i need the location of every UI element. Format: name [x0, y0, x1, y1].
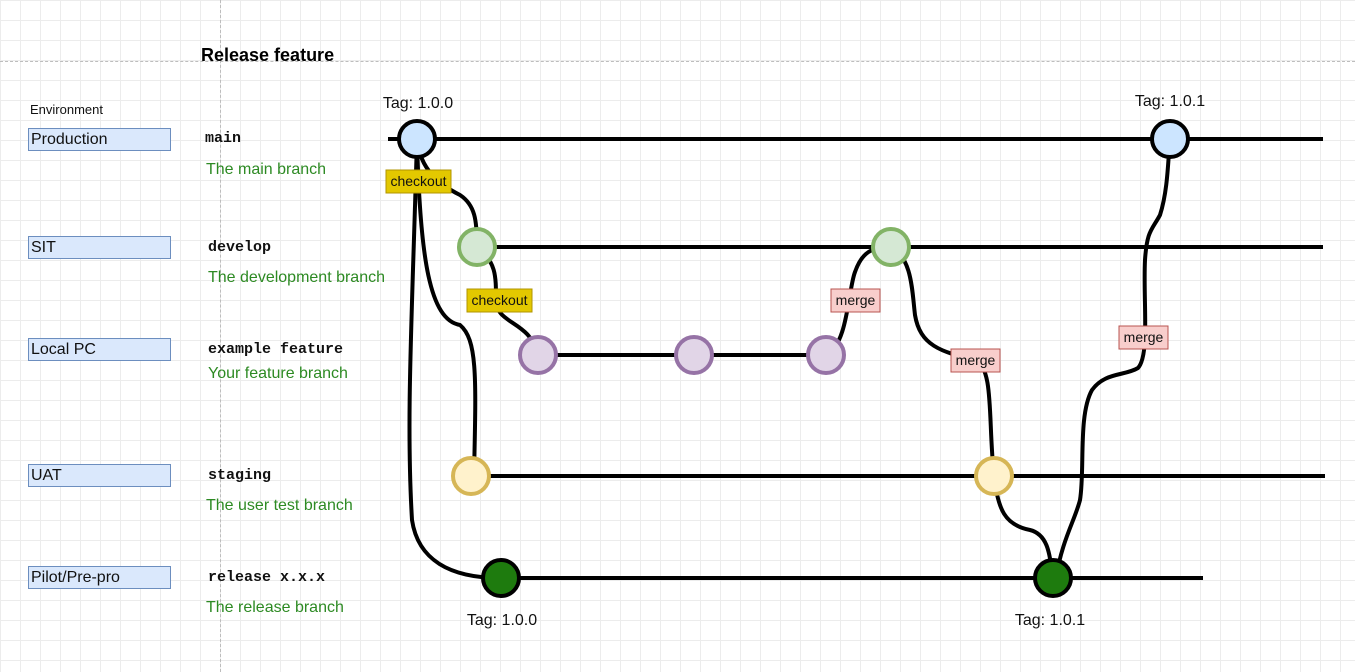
merge-label-box-3	[1118, 325, 1169, 350]
column-divider	[220, 0, 221, 672]
branch-staging-desc: The user test branch	[206, 497, 353, 514]
feature-commit-1-node	[518, 335, 558, 375]
branch-main-desc: The main branch	[206, 161, 327, 178]
checkout-label-1: checkout	[390, 173, 446, 189]
environment-heading: Environment	[30, 102, 103, 117]
env-production: Production	[28, 128, 171, 151]
develop-commit-1-node	[457, 227, 497, 267]
checkout-label-2: checkout	[471, 292, 527, 308]
main-to-develop-connector	[415, 138, 479, 248]
feature-commit-2-node	[674, 335, 714, 375]
tag-release-1: Tag: 1.0.0	[467, 612, 537, 629]
header-divider	[0, 61, 1355, 62]
feature-commit-3-node	[806, 335, 846, 375]
tag-release-2: Tag: 1.0.1	[1015, 612, 1085, 629]
release-commit-1-node	[481, 558, 521, 598]
develop-commit-2-node	[871, 227, 911, 267]
branch-main-name: main	[205, 130, 242, 147]
staging-commit-1-node	[451, 456, 491, 496]
checkout-label-box-2	[466, 288, 533, 313]
env-sit: SIT	[28, 236, 171, 259]
branch-release-desc: The release branch	[206, 599, 344, 616]
merge-label-box-2	[950, 348, 1001, 373]
branch-feature-desc: Your feature branch	[208, 365, 348, 382]
env-uat: UAT	[28, 464, 171, 487]
merge-label-1: merge	[836, 292, 876, 308]
staging-commit-2-node	[974, 456, 1014, 496]
diagram-title: Release feature	[201, 45, 335, 65]
tag-main-2: Tag: 1.0.1	[1135, 93, 1205, 110]
branch-release-name: release x.x.x	[208, 569, 326, 586]
release-to-main-merge	[1054, 138, 1172, 579]
merge-label-2: merge	[956, 352, 996, 368]
release-commit-2-node	[1033, 558, 1073, 598]
branch-staging-name: staging	[208, 467, 272, 484]
tag-main-1: Tag: 1.0.0	[383, 95, 453, 112]
main-to-staging-connector	[415, 138, 478, 477]
env-local-pc: Local PC	[28, 338, 171, 361]
merge-label-box-1	[830, 288, 881, 313]
branch-develop-desc: The development branch	[208, 269, 385, 286]
branch-feature-name: example feature	[208, 341, 344, 358]
env-pilot: Pilot/Pre-pro	[28, 566, 171, 589]
develop-to-staging-merge	[889, 245, 996, 477]
merge-label-3: merge	[1124, 329, 1164, 345]
branch-develop-name: develop	[208, 239, 272, 256]
checkout-label-box-1	[385, 169, 452, 194]
main-commit-1-node	[397, 119, 437, 159]
main-commit-2-node	[1150, 119, 1190, 159]
main-to-release-connector	[407, 138, 502, 580]
